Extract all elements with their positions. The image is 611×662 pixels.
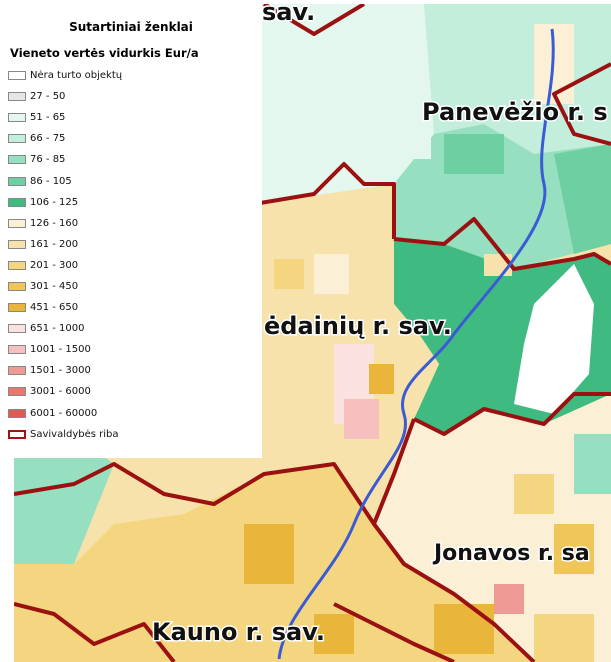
zone-right-dark — [554, 144, 611, 254]
legend-item: 1501 - 3000 — [8, 360, 262, 381]
legend-swatch-icon — [8, 303, 26, 313]
patch — [574, 434, 611, 494]
zone-left-green — [14, 434, 114, 564]
legend-item: 651 - 1000 — [8, 318, 262, 339]
patch — [409, 129, 431, 159]
legend-item: 161 - 200 — [8, 234, 262, 255]
border-line — [372, 418, 536, 662]
legend-item-label: 201 - 300 — [30, 259, 79, 271]
legend-item-label: 27 - 50 — [30, 91, 66, 103]
legend-item: 126 - 160 — [8, 213, 262, 234]
patch — [444, 134, 504, 174]
legend-swatch-icon — [8, 113, 26, 123]
legend-item-label: Savivaldybės riba — [30, 428, 119, 440]
legend-item: 201 - 300 — [8, 255, 262, 276]
legend-item: 451 - 650 — [8, 297, 262, 318]
legend-item: 76 - 85 — [8, 149, 262, 170]
patch — [514, 474, 554, 514]
legend-items: Nėra turto objektų 27 - 50 51 - 65 66 - 75 7… — [8, 65, 262, 424]
zone-upper-left — [254, 4, 434, 204]
map-canvas[interactable]: sav. Panevėžio r. s ėdainių r. sav. Jona… — [14, 4, 611, 662]
legend-swatch-icon — [8, 155, 26, 165]
legend-item-label: 86 - 105 — [30, 175, 72, 187]
legend-item: 301 - 450 — [8, 276, 262, 297]
patch — [314, 254, 349, 294]
border-line — [253, 162, 396, 239]
municipality-borders — [14, 4, 611, 662]
label-panevezio: Panevėžio r. s — [422, 98, 608, 126]
label-kedainiu: ėdainių r. sav. — [264, 312, 452, 340]
legend-swatch-icon — [8, 239, 26, 249]
border-swatch-icon — [8, 429, 26, 439]
legend-item: 1001 - 1500 — [8, 339, 262, 360]
patch — [494, 584, 524, 614]
legend-item: 106 - 125 — [8, 192, 262, 213]
route-line — [277, 28, 555, 660]
legend-swatch-icon — [8, 134, 26, 144]
legend-item: 66 - 75 — [8, 128, 262, 149]
legend-item-label: 1501 - 3000 — [30, 365, 91, 377]
legend-subtitle: Vieneto vertės vidurkis Eur/a — [10, 46, 199, 60]
legend-item: 6001 - 60000 — [8, 403, 262, 424]
legend-item: 27 - 50 — [8, 86, 262, 107]
legend-item: Nėra turto objektų — [8, 65, 262, 86]
patch — [534, 614, 594, 662]
legend-item-label: 126 - 160 — [30, 217, 79, 229]
border-line — [413, 392, 611, 436]
border-line — [14, 462, 376, 526]
zone-white-right — [514, 264, 594, 414]
legend-item-label: 51 - 65 — [30, 112, 66, 124]
label-top-fragment: sav. — [262, 4, 315, 26]
label-jonavos: Jonavos r. sa — [432, 541, 590, 566]
legend-swatch-icon — [8, 387, 26, 397]
legend-swatch-icon — [8, 260, 26, 270]
legend-item-label: Nėra turto objektų — [30, 70, 123, 82]
patch — [314, 614, 354, 654]
border-line — [333, 602, 455, 662]
border-line — [552, 62, 611, 146]
patch — [554, 524, 594, 574]
legend-item: 86 - 105 — [8, 170, 262, 191]
legend-item-border: Savivaldybės riba — [8, 424, 262, 445]
border-line — [262, 4, 366, 36]
legend-item-label: 106 - 125 — [30, 196, 79, 208]
legend-item-label: 66 - 75 — [30, 133, 66, 145]
legend-item-label: 301 - 450 — [30, 280, 79, 292]
legend-item-label: 161 - 200 — [30, 238, 79, 250]
legend-item-label: 1001 - 1500 — [30, 344, 91, 356]
legend-swatch-icon — [8, 197, 26, 207]
patch — [274, 259, 304, 289]
zone-lower-right — [374, 394, 611, 662]
legend-item: 51 - 65 — [8, 107, 262, 128]
legend-swatch-icon — [8, 324, 26, 334]
border-line — [393, 217, 611, 271]
legend-item: 3001 - 6000 — [8, 381, 262, 402]
legend-title: Sutartiniai ženklai — [69, 20, 193, 34]
map-legend: Sutartiniai ženklai Vieneto vertės vidur… — [0, 0, 262, 458]
legend-swatch-icon — [8, 71, 26, 81]
legend-item-label: 76 - 85 — [30, 154, 66, 166]
legend-item-label: 451 - 650 — [30, 302, 79, 314]
patch — [434, 604, 494, 654]
legend-item-label: 651 - 1000 — [30, 323, 85, 335]
label-kauno: Kauno r. sav. — [152, 618, 325, 646]
legend-swatch-icon — [8, 92, 26, 102]
border-line — [14, 602, 176, 662]
legend-swatch-icon — [8, 176, 26, 186]
legend-swatch-icon — [8, 281, 26, 291]
legend-swatch-icon — [8, 408, 26, 418]
legend-item-label: 3001 - 6000 — [30, 386, 91, 398]
legend-swatch-icon — [8, 366, 26, 376]
legend-swatch-icon — [8, 218, 26, 228]
legend-swatch-icon — [8, 345, 26, 355]
patch — [244, 524, 294, 584]
legend-item-label: 6001 - 60000 — [30, 407, 98, 419]
patch — [369, 364, 394, 394]
patch — [344, 399, 379, 439]
